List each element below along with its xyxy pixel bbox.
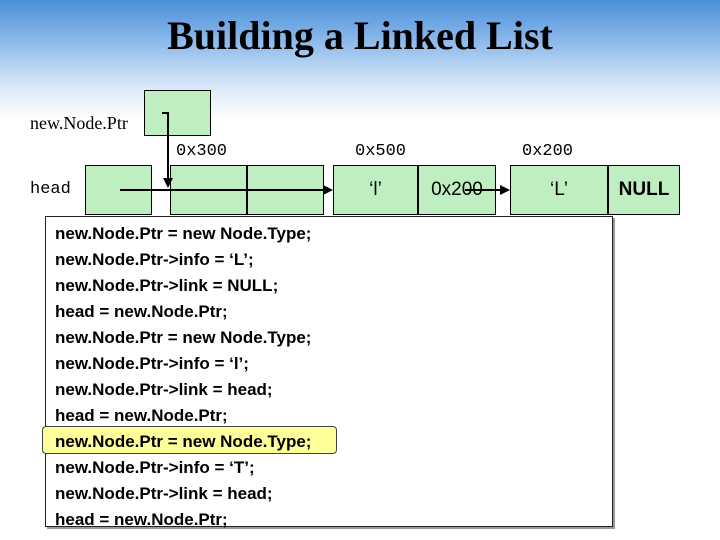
node2-info-cell: ‘l’ — [333, 165, 418, 215]
code-line: new.Node.Ptr->link = NULL; — [55, 276, 279, 295]
node3-link-value: NULL — [618, 179, 670, 200]
code-line: new.Node.Ptr->link = head; — [55, 484, 273, 503]
code-line: head = new.Node.Ptr; — [55, 406, 228, 425]
head-label: head — [30, 180, 71, 199]
node2-link-value: 0x200 — [431, 179, 483, 200]
code-line: new.Node.Ptr = new Node.Type; — [55, 328, 312, 347]
node3-link-cell: NULL — [608, 165, 680, 215]
code-line: head = new.Node.Ptr; — [55, 510, 228, 529]
address-label-0x500: 0x500 — [355, 142, 407, 161]
code-line-highlighted: new.Node.Ptr = new Node.Type; — [55, 432, 312, 451]
new-node-ptr-arrow — [162, 112, 173, 188]
slide-title: Building a Linked List — [167, 13, 553, 58]
new-node-ptr-label: new.Node.Ptr — [30, 113, 128, 133]
code-line: new.Node.Ptr->link = head; — [55, 380, 273, 399]
address-label-0x300: 0x300 — [176, 142, 228, 161]
node3-info-value: ‘L’ — [550, 179, 568, 200]
new-node-ptr-box — [144, 90, 211, 136]
code-panel — [45, 216, 613, 527]
code-line: new.Node.Ptr->info = ‘T’; — [55, 458, 255, 477]
code-line: new.Node.Ptr = new Node.Type; — [55, 224, 312, 243]
code-line: new.Node.Ptr->info = ‘l’; — [55, 354, 249, 373]
current-line-highlight — [42, 426, 337, 454]
code-line: head = new.Node.Ptr; — [55, 302, 228, 321]
node2-info-value: ‘l’ — [369, 179, 382, 200]
node3-info-cell: ‘L’ — [510, 165, 608, 215]
code-line: new.Node.Ptr->info = ‘L’; — [55, 250, 254, 269]
address-label-0x200: 0x200 — [522, 142, 574, 161]
